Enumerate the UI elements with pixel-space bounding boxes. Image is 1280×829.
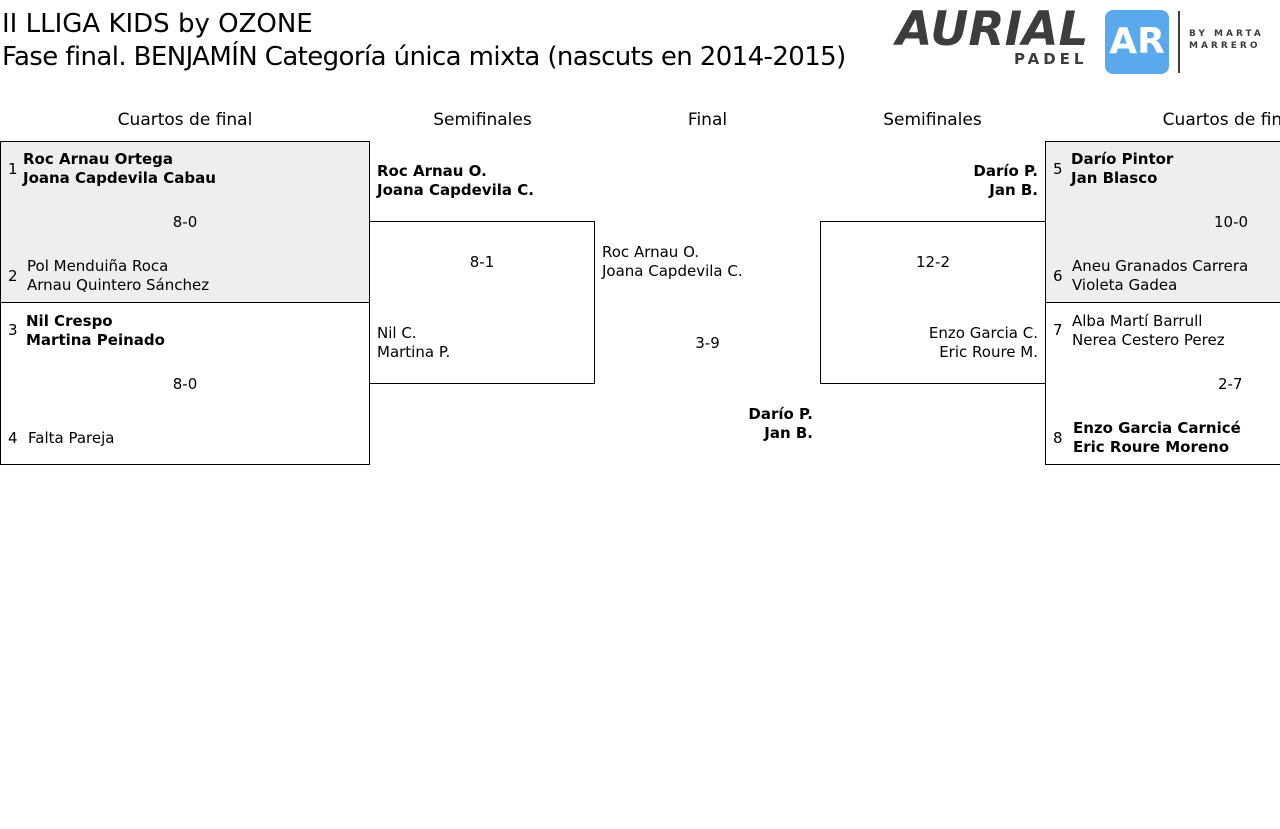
seed-number: 1 bbox=[8, 160, 18, 178]
page-subtitle: Fase final. BENJAMÍN Categoría única mix… bbox=[2, 42, 846, 72]
team-player: Enzo Garcia Carnicé bbox=[1073, 419, 1241, 437]
page-title: II LLIGA KIDS by OZONE bbox=[2, 9, 313, 39]
team-player: Roc Arnau O. bbox=[377, 162, 487, 180]
team-player: Alba Martí Barrull bbox=[1072, 312, 1203, 330]
team-player: Darío P. bbox=[973, 162, 1038, 180]
team-player: Jan B. bbox=[764, 424, 813, 442]
seed-number: 7 bbox=[1053, 321, 1063, 339]
header-right-semis: Semifinales bbox=[883, 110, 982, 130]
logo-by-text: BY MARTA MARRERO bbox=[1189, 29, 1264, 51]
team-player: Roc Arnau Ortega bbox=[23, 150, 174, 168]
team-player: Jan B. bbox=[989, 181, 1038, 199]
right-quarterfinal-2: 7 Alba Martí Barrull Nerea Cestero Perez… bbox=[1045, 302, 1280, 465]
match-score: 12-2 bbox=[915, 253, 951, 271]
match-score: 10-0 bbox=[1214, 213, 1249, 231]
team-player: Roc Arnau O. bbox=[602, 243, 700, 261]
team-player: Joana Capdevila C. bbox=[602, 262, 743, 280]
team-player: Falta Pareja bbox=[28, 429, 115, 447]
right-quarterfinal-1: 5 Darío Pintor Jan Blasco 10-0 6 Aneu Gr… bbox=[1045, 141, 1280, 303]
aurial-padel-logo: AURIAL PADEL AR BY MARTA MARRERO bbox=[896, 4, 1280, 76]
team-player: Pol Menduiña Roca bbox=[27, 257, 169, 275]
match-score: 8-1 bbox=[469, 253, 495, 271]
team-player: Nil Crespo bbox=[26, 312, 113, 330]
team-player: Darío P. bbox=[748, 405, 813, 423]
logo-badge-icon: AR bbox=[1105, 10, 1169, 74]
logo-divider bbox=[1178, 11, 1180, 73]
seed-number: 5 bbox=[1053, 160, 1063, 178]
match-score: 2-7 bbox=[1218, 375, 1243, 393]
team-player: Nerea Cestero Perez bbox=[1072, 331, 1225, 349]
match-score: 8-0 bbox=[172, 213, 198, 231]
team-player: Joana Capdevila C. bbox=[377, 181, 534, 199]
team-player: Eric Roure Moreno bbox=[1073, 438, 1230, 456]
final-score: 3-9 bbox=[695, 334, 720, 352]
seed-number: 8 bbox=[1053, 429, 1063, 447]
logo-wordmark: AURIAL bbox=[896, 2, 1089, 57]
header-final: Final bbox=[687, 110, 728, 130]
team-player: Eric Roure M. bbox=[939, 343, 1038, 361]
seed-number: 3 bbox=[8, 321, 18, 339]
team-player: Aneu Granados Carrera bbox=[1072, 257, 1249, 275]
team-player: Arnau Quintero Sánchez bbox=[27, 276, 210, 294]
team-player: Violeta Gadea bbox=[1072, 276, 1178, 294]
header-right-quarters: Cuartos de final bbox=[1162, 110, 1280, 130]
match-score: 8-0 bbox=[172, 375, 198, 393]
header-left-quarters: Cuartos de final bbox=[117, 110, 253, 130]
team-player: Joana Capdevila Cabau bbox=[23, 169, 216, 187]
left-quarterfinal-2: 3 Nil Crespo Martina Peinado 8-0 4 Falta… bbox=[0, 302, 370, 465]
team-player: Martina Peinado bbox=[26, 331, 165, 349]
team-player: Enzo Garcia C. bbox=[928, 324, 1038, 342]
team-player: Martina P. bbox=[377, 343, 451, 361]
team-player: Jan Blasco bbox=[1071, 169, 1158, 187]
seed-number: 6 bbox=[1053, 267, 1063, 285]
seed-number: 2 bbox=[8, 267, 18, 285]
left-quarterfinal-1: 1 Roc Arnau Ortega Joana Capdevila Cabau… bbox=[0, 141, 370, 303]
seed-number: 4 bbox=[8, 429, 18, 447]
logo-subtext: PADEL bbox=[1014, 50, 1088, 68]
header-left-semis: Semifinales bbox=[433, 110, 532, 130]
team-player: Darío Pintor bbox=[1071, 150, 1174, 168]
right-semifinal-box: 12-2 Enzo Garcia C. Eric Roure M. bbox=[820, 221, 1046, 384]
team-player: Nil C. bbox=[377, 324, 417, 342]
left-semifinal-box: 8-1 Nil C. Martina P. bbox=[369, 221, 595, 384]
